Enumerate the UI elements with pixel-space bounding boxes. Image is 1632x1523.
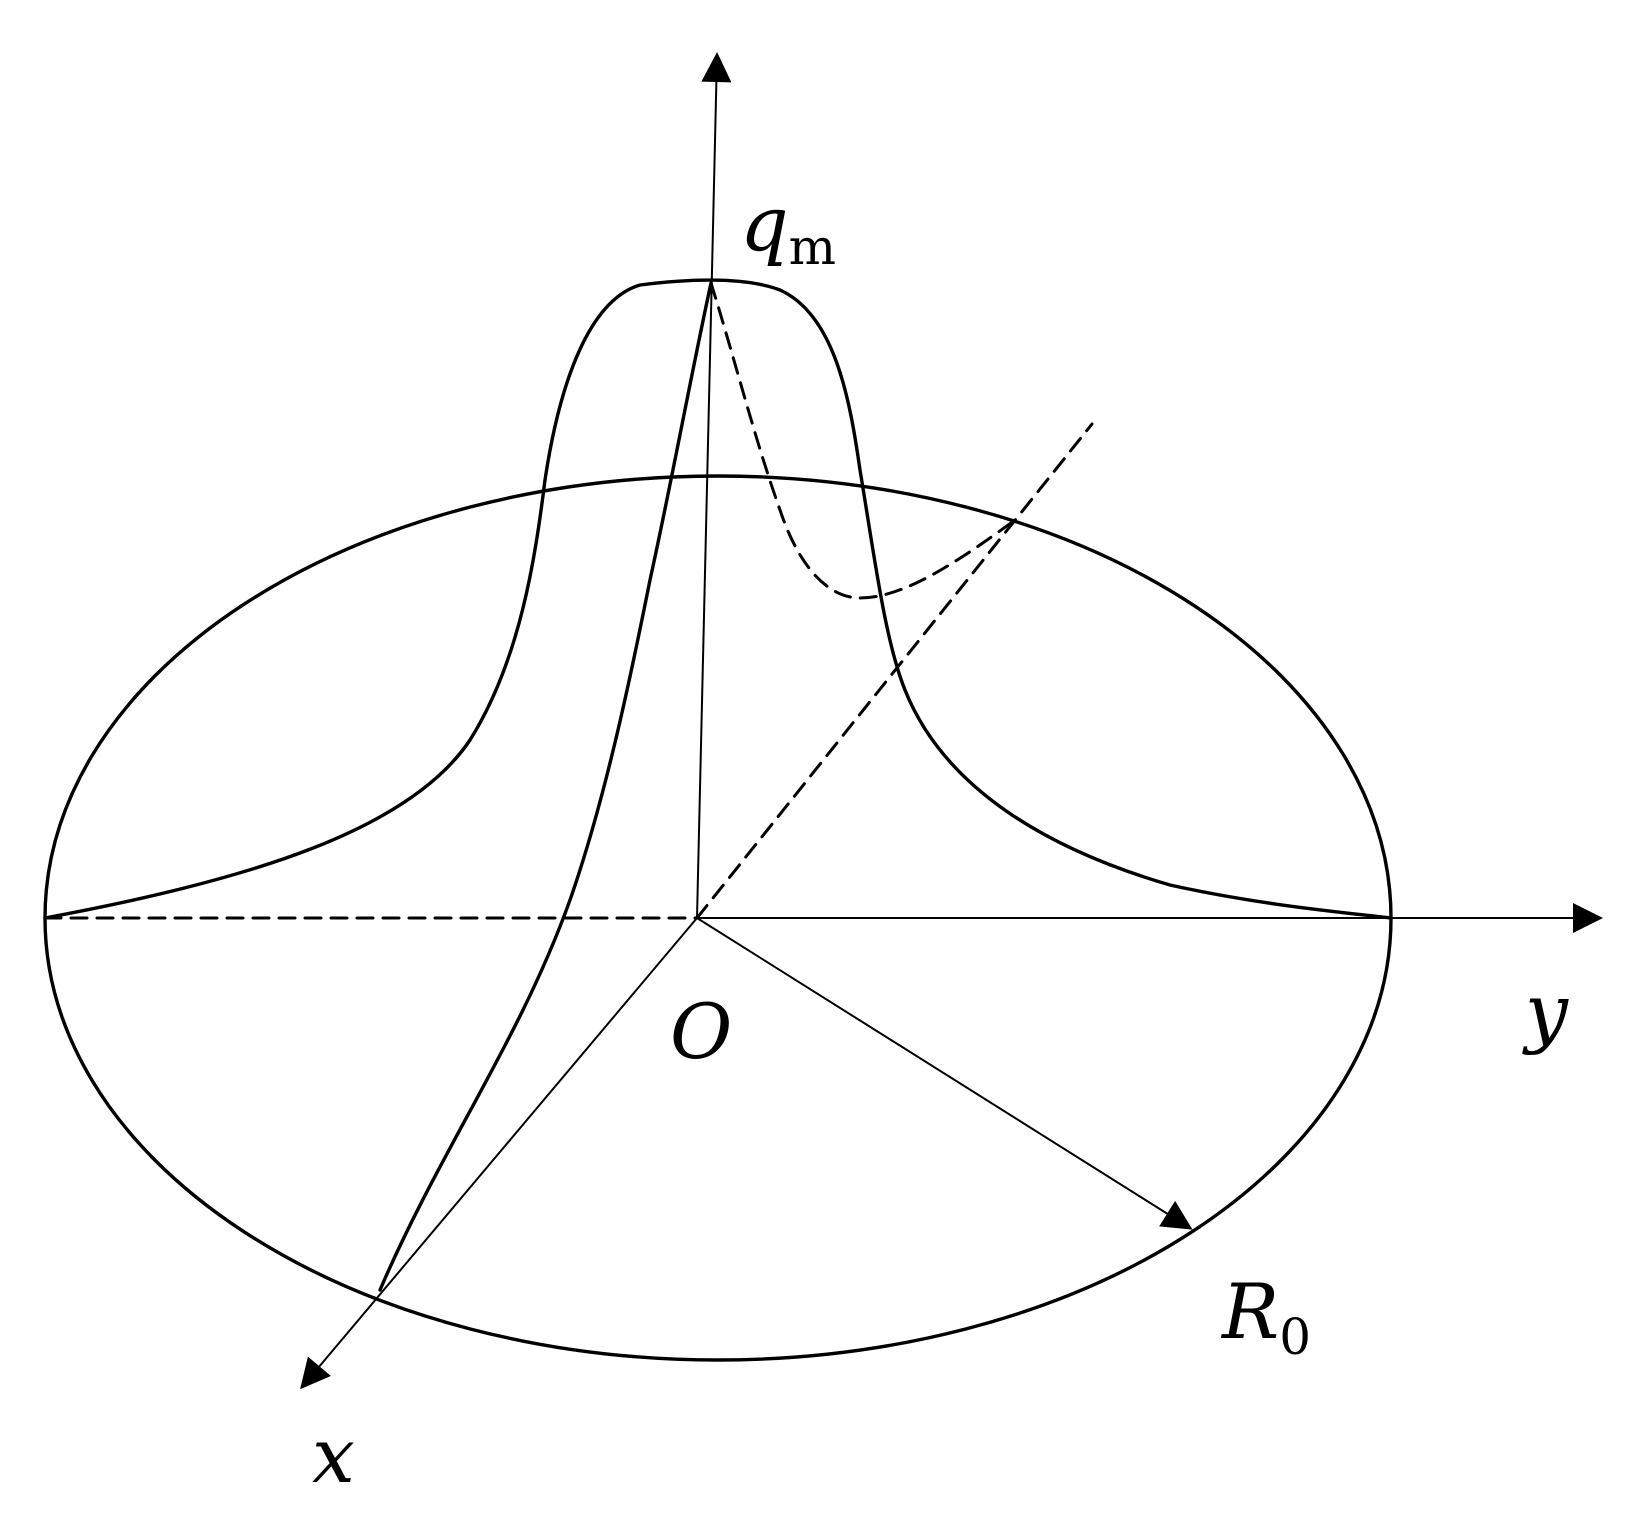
q-axis xyxy=(696,52,732,919)
radius-arrow xyxy=(696,917,1193,1230)
bell-profile-x xyxy=(378,281,713,1292)
bell-profile-diagonal xyxy=(709,281,1017,600)
x-axis xyxy=(300,917,698,1390)
peak-label: qm xyxy=(740,179,836,276)
y-axis-label: y xyxy=(1522,967,1569,1056)
bell-profile-y xyxy=(43,278,1393,920)
diagonal-back-axis xyxy=(695,422,1094,920)
x-axis-label: x xyxy=(312,1411,355,1500)
radius-label: R0 xyxy=(1220,1267,1311,1366)
origin-label: O xyxy=(670,987,732,1076)
